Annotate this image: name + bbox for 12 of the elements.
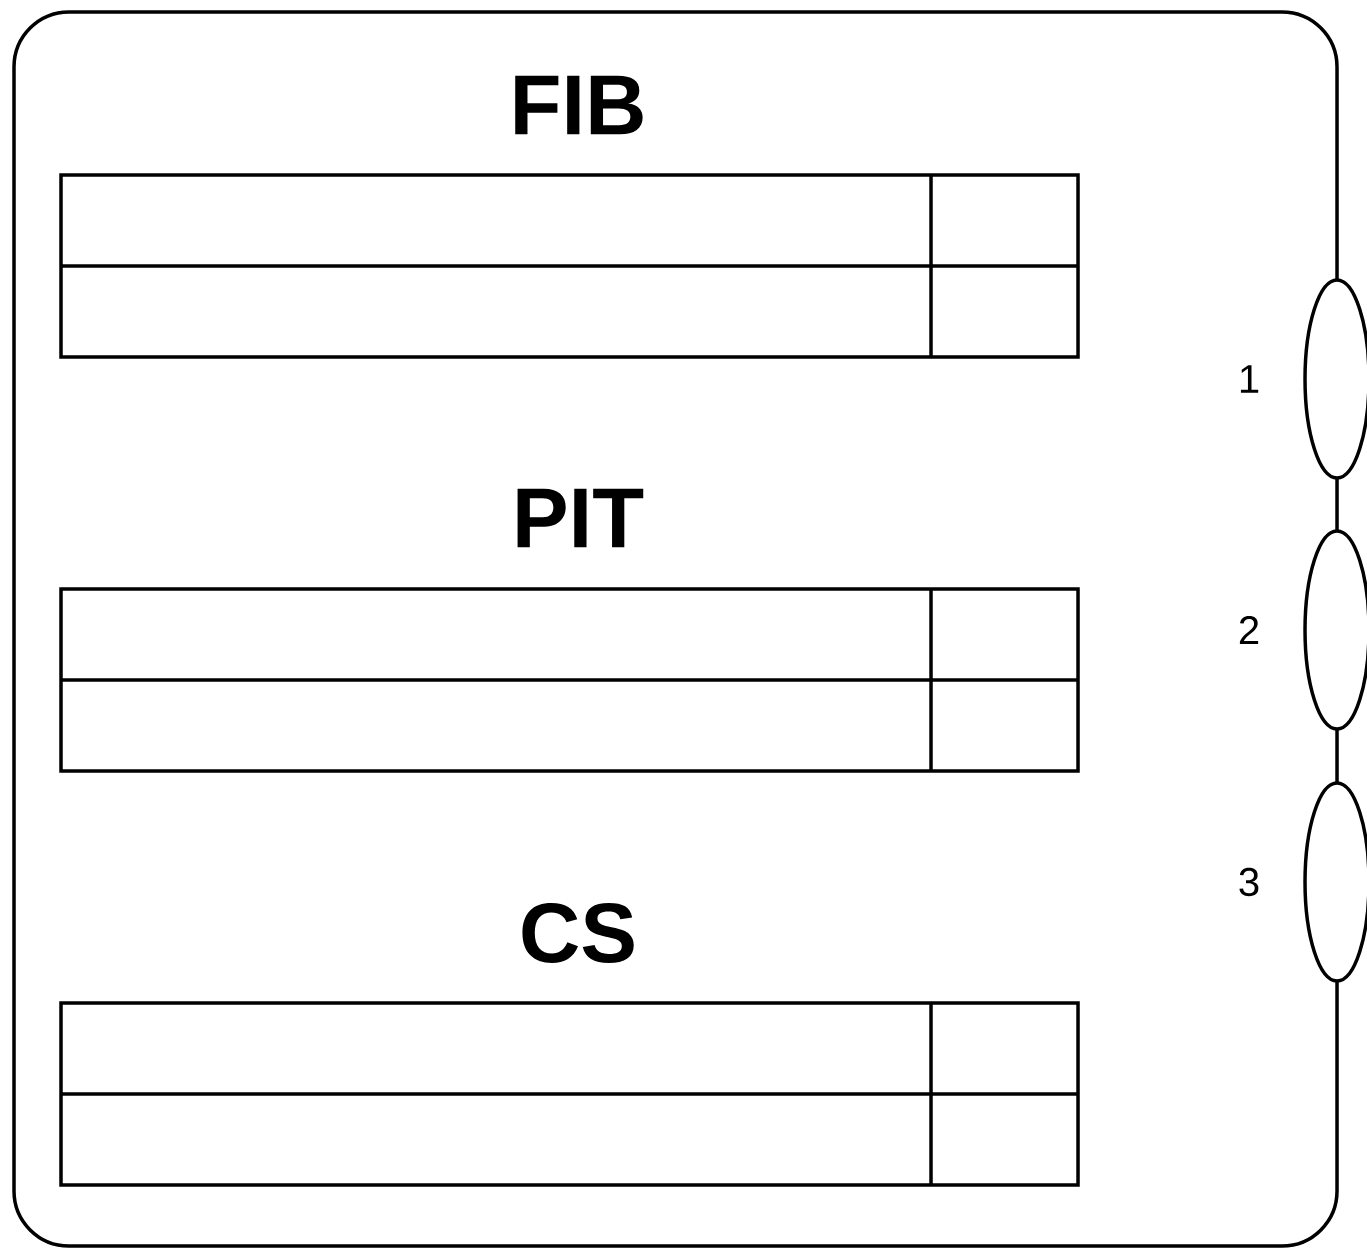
table: [59, 1001, 1080, 1187]
port-ellipse: [1303, 529, 1367, 731]
table-heading: CS: [522, 902, 634, 964]
table-heading: FIB: [515, 75, 643, 135]
port-ellipse: [1303, 781, 1367, 983]
port-number: 1: [1240, 365, 1259, 393]
port-number: 2: [1239, 616, 1259, 644]
port-number: 3: [1239, 867, 1259, 897]
port-ellipse: [1303, 278, 1367, 480]
table: [59, 173, 1080, 359]
table: [59, 587, 1080, 773]
table-heading: PIT: [517, 488, 644, 548]
